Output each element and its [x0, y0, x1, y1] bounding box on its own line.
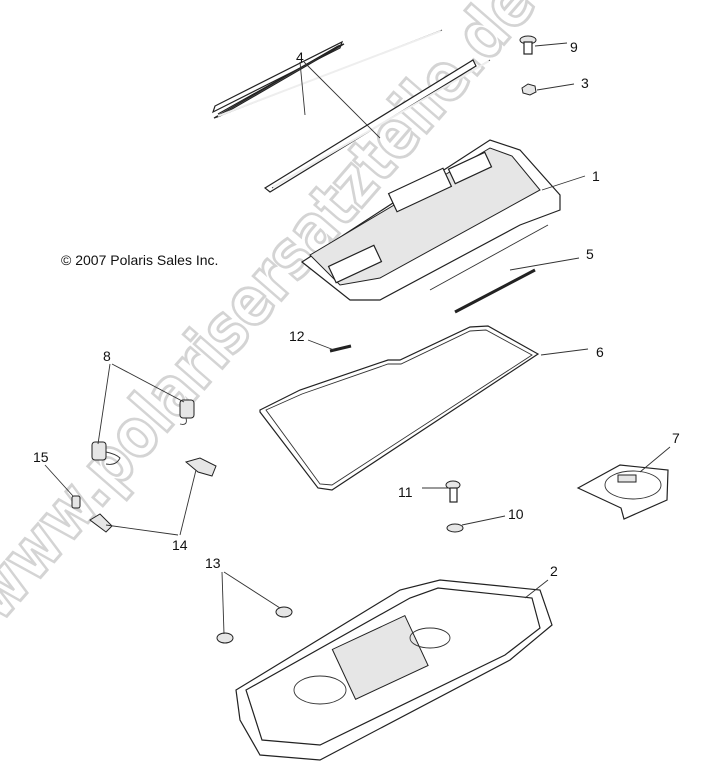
part-10-washer [446, 523, 464, 533]
callout-8: 8 [103, 348, 111, 364]
callout-5: 5 [586, 246, 594, 262]
callout-12: 12 [289, 328, 305, 344]
callout-11: 11 [398, 484, 413, 500]
part-7-plate [576, 464, 669, 520]
callout-10: 10 [508, 506, 524, 522]
part-8-latches [91, 399, 195, 465]
part-9-bolt [519, 35, 537, 55]
part-1-cover [300, 139, 561, 301]
part-12-pin [329, 344, 352, 353]
callout-1: 1 [592, 168, 600, 184]
watermark: www.polarisersatzteile.de [0, 0, 552, 637]
part-13-plug [216, 632, 234, 644]
part-15-fastener [71, 495, 81, 509]
part-5-rod [454, 268, 536, 314]
part-4-strips [211, 40, 477, 193]
callout-2: 2 [550, 563, 558, 579]
part-13-plug [275, 606, 293, 618]
part-11-bolt [445, 480, 461, 503]
part-14-clips [89, 457, 217, 533]
callout-6: 6 [596, 344, 604, 360]
part-2-tray [235, 579, 553, 761]
callout-4: 4 [296, 49, 304, 65]
part-6-gasket [259, 325, 540, 491]
copyright-text: © 2007 Polaris Sales Inc. [61, 252, 218, 268]
callout-13: 13 [205, 555, 221, 571]
part-4-strips-b [216, 29, 491, 189]
part-3-nut [521, 83, 537, 96]
callout-14: 14 [172, 537, 188, 553]
leader-lines [44, 42, 671, 635]
callout-3: 3 [581, 75, 589, 91]
callout-7: 7 [672, 430, 680, 446]
callout-9: 9 [570, 39, 578, 55]
callout-15: 15 [33, 449, 49, 465]
